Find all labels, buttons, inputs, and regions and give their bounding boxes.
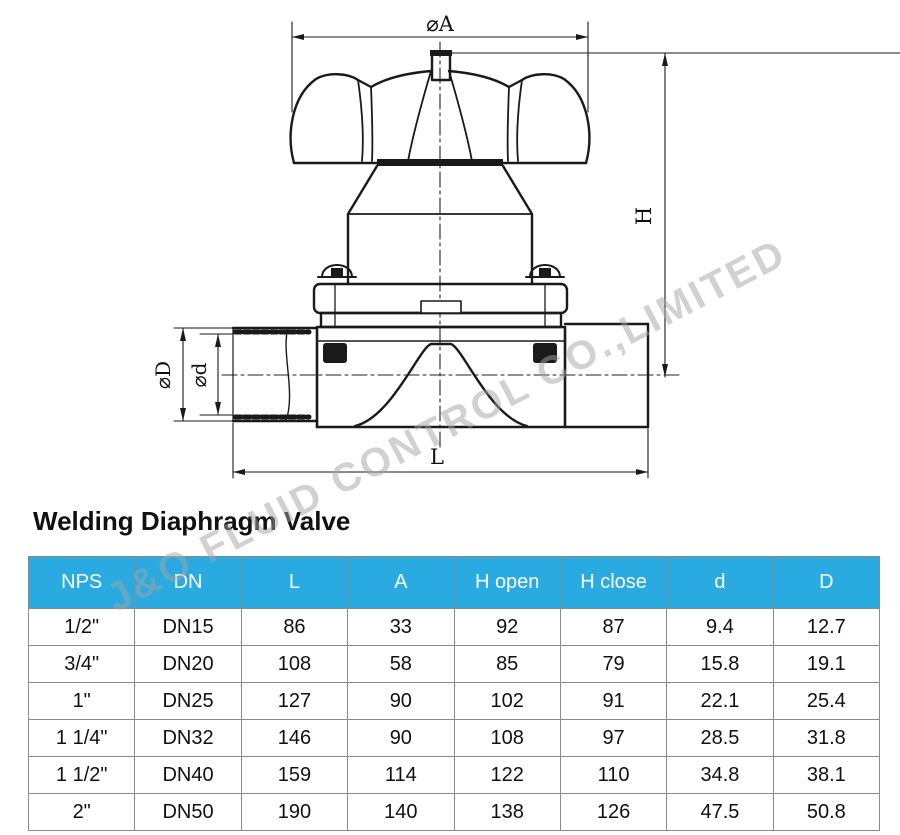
table-cell: 33 [347,608,455,646]
table-cell: 34.8 [666,756,774,794]
table-cell: DN20 [134,645,242,683]
table-cell: 1/2" [27,608,136,646]
table-cell: 1 1/4" [27,719,136,757]
table-cell: 97 [559,719,668,757]
table-cell: 91 [559,682,668,720]
column-header: H close [559,556,668,609]
bonnet-bolts [317,264,565,328]
table-cell: 140 [347,793,455,831]
right-pipe-end [563,322,650,429]
table-cell: 31.8 [772,719,881,757]
column-header: D [772,556,881,609]
dimension-a: ⌀A [291,12,589,113]
table-cell: 108 [453,719,561,757]
table-cell: 114 [347,756,455,794]
table-cell: 85 [453,645,561,683]
table-cell: 79 [559,645,668,683]
column-header: DN [134,556,242,609]
column-header: H open [453,556,561,609]
dimension-h: H [451,52,900,378]
table-cell: 102 [453,682,561,720]
table-cell: 1" [27,682,136,720]
table-cell: 159 [240,756,349,794]
table-cell: DN15 [134,608,242,646]
column-header: A [347,556,455,609]
table-cell: 122 [453,756,561,794]
column-header: NPS [27,556,136,609]
dimension-outer-d: ⌀D [151,327,234,422]
dimension-inner-d: ⌀d [187,333,234,416]
column-header: L [240,556,349,609]
dim-label-h: H [632,207,656,225]
table-cell: DN25 [134,682,242,720]
centerlines [221,41,681,451]
table-cell: 19.1 [772,645,881,683]
table-cell: DN32 [134,719,242,757]
table-cell: 15.8 [666,645,774,683]
table-cell: 28.5 [666,719,774,757]
page-title: Welding Diaphragm Valve [33,506,351,536]
table-cell: 50.8 [772,793,881,831]
table-cell: 25.4 [772,682,881,720]
table-cell: 3/4" [27,645,136,683]
handwheel [289,69,591,166]
table-cell: 22.1 [666,682,774,720]
table-cell: DN50 [134,793,242,831]
table-cell: 86 [240,608,349,646]
table-cell: 108 [240,645,349,683]
dimension-l: L [232,422,649,479]
table-cell: 127 [240,682,349,720]
break-line [285,327,291,422]
table-cell: 138 [453,793,561,831]
table-cell: 87 [559,608,668,646]
dim-label-inner-d: ⌀d [187,362,211,387]
weir-diaphragm-profile [353,342,529,428]
table-cell: 47.5 [666,793,774,831]
table-cell: 38.1 [772,756,881,794]
table-cell: 90 [347,682,455,720]
seal-right [533,343,557,363]
dim-label-l: L [430,445,444,469]
dim-label-diameter-a: ⌀A [426,12,455,36]
table-cell: DN40 [134,756,242,794]
table-cell: 90 [347,719,455,757]
table-cell: 110 [559,756,668,794]
seal-left [323,343,347,363]
table-cell: 12.7 [772,608,881,646]
table-cell: 92 [453,608,561,646]
valve-stem [430,50,452,82]
table-cell: 190 [240,793,349,831]
dim-label-outer-d: ⌀D [151,361,175,389]
table-cell: 9.4 [666,608,774,646]
nameplate [420,300,462,314]
column-header: d [666,556,774,609]
handwheel-base-band [377,159,503,166]
table-cell: 1 1/2" [27,756,136,794]
table-cell: 146 [240,719,349,757]
valve-technical-drawing: ⌀A H ⌀D ⌀d [151,12,900,479]
valve-body [315,325,567,429]
left-pipe-end [231,326,319,423]
bonnet [346,164,534,286]
table-cell: 126 [559,793,668,831]
table-cell: 58 [347,645,455,683]
table-cell: 2" [27,793,136,831]
